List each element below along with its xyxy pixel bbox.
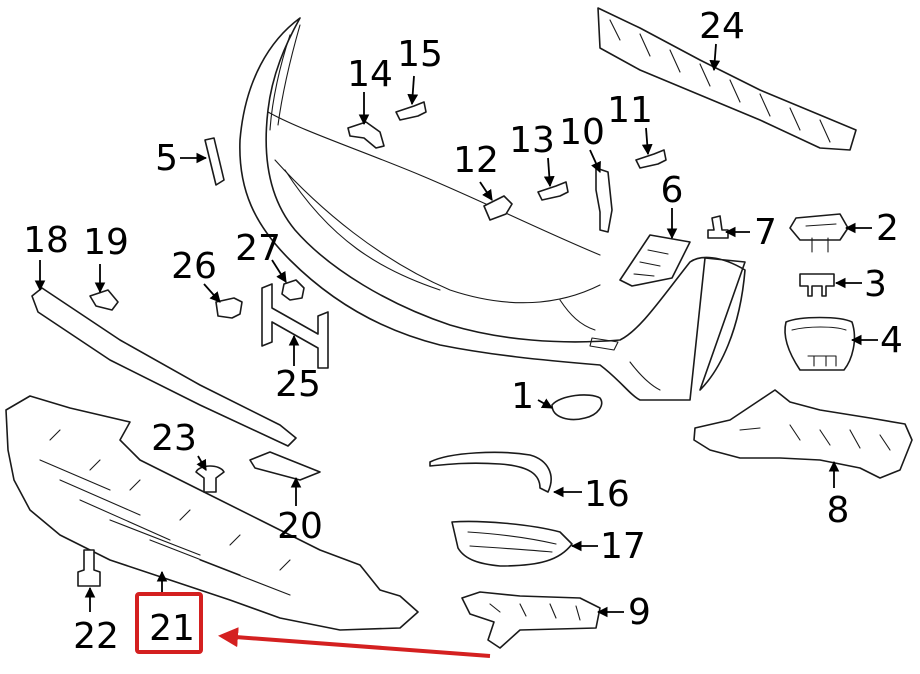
callout-26: 26	[171, 246, 217, 287]
callout-7: 7	[754, 212, 777, 253]
part-12-clip	[483, 195, 513, 221]
part-11-bolt	[635, 149, 667, 169]
part-4-grille	[784, 316, 856, 371]
callout-15: 15	[397, 34, 443, 75]
callout-11: 11	[607, 90, 653, 131]
part-9-bracket	[461, 591, 601, 649]
callout-labels: 1 2 3 4 5 6 7 8 9 10 11 12 13 14 15 16 1…	[23, 6, 903, 657]
callout-22: 22	[73, 616, 119, 657]
part-1-cap	[551, 394, 603, 421]
part-27-nut	[281, 279, 305, 301]
part-18-strip	[31, 287, 297, 447]
part-3-clip	[799, 273, 835, 297]
callout-25: 25	[275, 364, 321, 405]
callout-5: 5	[155, 138, 178, 179]
highlight-annotation	[135, 592, 491, 658]
part-22-bolt	[77, 549, 101, 587]
part-6-bracket	[619, 234, 691, 287]
part-8-side-bracket	[693, 389, 913, 479]
leader-lines	[34, 43, 878, 618]
callout-18: 18	[23, 220, 69, 261]
callout-17: 17	[600, 526, 646, 567]
callout-10: 10	[559, 112, 605, 153]
callout-13: 13	[509, 120, 555, 161]
highlight-arrow	[218, 627, 491, 658]
callout-20: 20	[277, 506, 323, 547]
callout-23: 23	[151, 418, 197, 459]
part-2-bracket	[789, 213, 849, 253]
part-25-bracket	[261, 283, 329, 369]
part-23-pushpin	[195, 465, 225, 493]
callout-16: 16	[584, 474, 630, 515]
part-15-bolt	[395, 101, 427, 121]
bumper-cover	[239, 17, 746, 401]
highlight-box-21	[135, 592, 203, 654]
part-20-plate	[249, 451, 321, 481]
part-14-clip	[347, 121, 385, 149]
callout-1: 1	[511, 376, 534, 417]
part-13-bolt	[537, 181, 569, 201]
callout-6: 6	[661, 170, 684, 211]
part-26-bolt	[215, 297, 243, 319]
callout-9: 9	[628, 592, 651, 633]
part-21-undertray	[5, 395, 419, 631]
callout-27: 27	[235, 228, 281, 269]
part-16-trim	[429, 451, 552, 493]
part-17-trim	[451, 520, 573, 567]
callout-8: 8	[827, 490, 850, 531]
part-7-bolt	[707, 215, 729, 239]
part-10-bracket	[595, 167, 613, 233]
callout-12: 12	[453, 140, 499, 181]
part-24-absorber	[597, 7, 857, 151]
callout-14: 14	[347, 54, 393, 95]
callout-4: 4	[880, 320, 903, 361]
callout-24: 24	[699, 6, 745, 47]
part-19-bracket	[89, 289, 119, 311]
callout-3: 3	[864, 264, 887, 305]
callout-19: 19	[83, 222, 129, 263]
callout-21: 21	[149, 608, 195, 649]
callout-2: 2	[876, 208, 899, 249]
part-5-plate	[204, 137, 225, 186]
